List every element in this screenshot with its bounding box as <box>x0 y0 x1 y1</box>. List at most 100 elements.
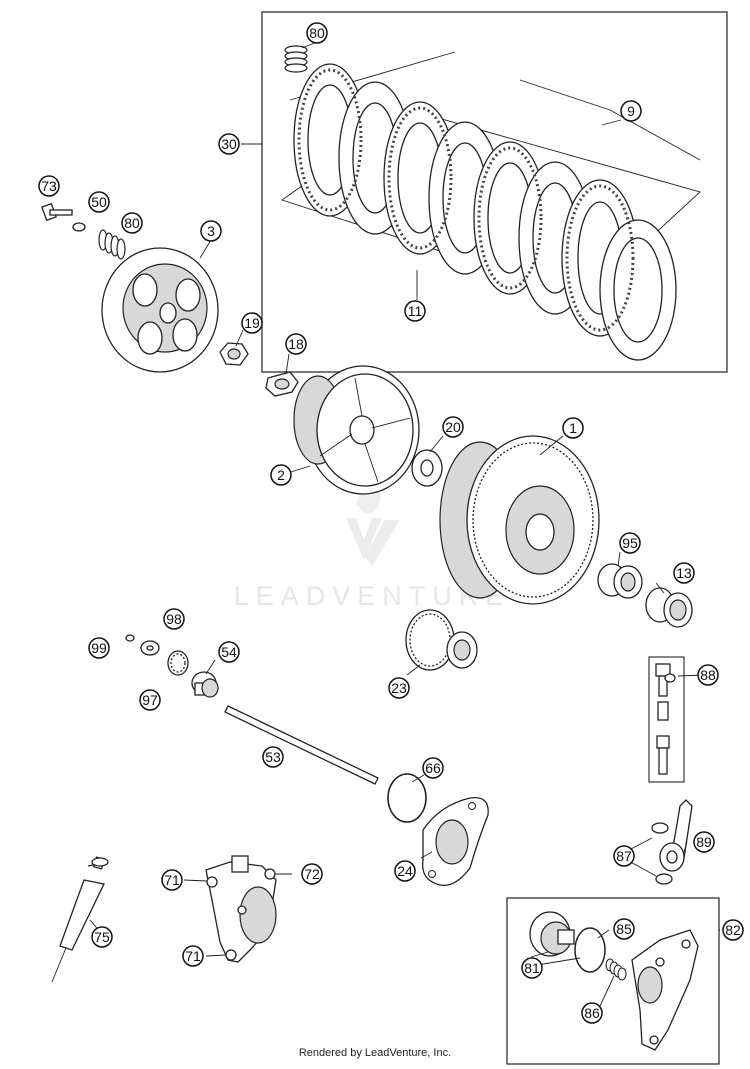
footer-credit: Rendered by LeadVenture, Inc. <box>298 1047 452 1059</box>
callout-30: 30 <box>218 133 240 155</box>
callout-89-label: 89 <box>696 834 712 850</box>
callout-24: 24 <box>394 860 416 882</box>
clutch-disc-kit-box <box>261 11 728 373</box>
thrust-washer-20 <box>411 449 443 487</box>
callout-71-top-label: 71 <box>164 872 180 888</box>
callout-53-label: 53 <box>265 749 281 765</box>
callout-23: 23 <box>388 677 410 699</box>
callout-75-label: 75 <box>94 929 110 945</box>
callout-2: 2 <box>270 464 292 486</box>
needle-bearing-95 <box>597 563 643 599</box>
banjo-fitting-89 <box>659 799 693 872</box>
callout-80-top-label: 80 <box>309 25 325 41</box>
callout-2-label: 2 <box>277 467 285 483</box>
callout-89: 89 <box>693 831 715 853</box>
hex-nut-19 <box>219 342 249 366</box>
callout-66-label: 66 <box>425 760 441 776</box>
grease-syringe-75 <box>51 856 109 983</box>
callout-87: 87 <box>613 845 635 867</box>
o-ring-66 <box>387 773 427 823</box>
callout-73-label: 73 <box>41 178 57 194</box>
callout-71-bottom-label: 71 <box>185 948 201 964</box>
callout-99-label: 99 <box>91 640 107 656</box>
callout-86-label: 86 <box>584 1005 600 1021</box>
callout-98: 98 <box>163 608 185 630</box>
callout-1-label: 1 <box>569 420 577 436</box>
callout-18: 18 <box>285 333 307 355</box>
callout-53: 53 <box>262 746 284 768</box>
callout-73: 73 <box>38 175 60 197</box>
callout-66: 66 <box>422 757 444 779</box>
clutch-spring-side <box>98 229 126 260</box>
callout-99: 99 <box>88 637 110 659</box>
callout-82: 82 <box>722 919 744 941</box>
washer-98 <box>140 640 160 656</box>
pressure-plate <box>101 247 219 373</box>
washer-50 <box>72 222 86 232</box>
callout-19-label: 19 <box>244 315 260 331</box>
callout-85-label: 85 <box>616 921 632 937</box>
callout-88-label: 88 <box>700 667 716 683</box>
callout-9: 9 <box>620 100 642 122</box>
callout-71-top: 71 <box>161 869 183 891</box>
callout-9-label: 9 <box>627 103 635 119</box>
callout-19: 19 <box>241 312 263 334</box>
callout-81: 81 <box>521 957 543 979</box>
callout-18-label: 18 <box>288 336 304 352</box>
thrust-bearing-97 <box>167 650 189 676</box>
callout-97: 97 <box>139 689 161 711</box>
callout-97-label: 97 <box>142 692 158 708</box>
callout-80-top: 80 <box>306 22 328 44</box>
callout-13-label: 13 <box>676 565 692 581</box>
gasket-24 <box>421 796 489 887</box>
piston-spring-86 <box>605 958 627 981</box>
lock-washer-18 <box>265 371 299 397</box>
callout-24-label: 24 <box>397 863 413 879</box>
callout-71-bottom: 71 <box>182 945 204 967</box>
callout-50-label: 50 <box>91 194 107 210</box>
clutch-spring-top <box>284 45 308 73</box>
clutch-slave-cylinder <box>205 855 277 963</box>
clutch-disc-stack <box>281 51 701 361</box>
callout-85: 85 <box>613 918 635 940</box>
callout-20: 20 <box>442 416 464 438</box>
outer-clutch-basket <box>439 435 600 605</box>
leader-lines <box>89 41 720 1007</box>
sealing-washer-87a <box>651 822 669 834</box>
callout-3-label: 3 <box>207 223 215 239</box>
primary-gear-23 <box>405 609 478 671</box>
bleeder-kit-box <box>648 656 685 783</box>
callout-95-label: 95 <box>622 535 638 551</box>
callout-95: 95 <box>619 532 641 554</box>
callout-98-label: 98 <box>166 611 182 627</box>
piston-seal-85 <box>574 927 606 973</box>
callout-80-side-label: 80 <box>124 215 140 231</box>
callout-3: 3 <box>200 220 222 242</box>
pressure-piece-54 <box>191 671 219 698</box>
callout-87-label: 87 <box>616 848 632 864</box>
callout-13: 13 <box>673 562 695 584</box>
callout-20-label: 20 <box>445 419 461 435</box>
bolt-73 <box>41 202 73 222</box>
callout-75: 75 <box>91 926 113 948</box>
callout-54: 54 <box>218 641 240 663</box>
callout-86: 86 <box>581 1002 603 1024</box>
callout-11: 11 <box>404 300 426 322</box>
callout-72-label: 72 <box>304 866 320 882</box>
callout-23-label: 23 <box>391 680 407 696</box>
callout-50: 50 <box>88 191 110 213</box>
callout-80-side: 80 <box>121 212 143 234</box>
sealing-washer-87b <box>655 873 673 885</box>
callout-11-label: 11 <box>408 303 423 319</box>
inner-clutch-hub <box>293 365 420 495</box>
slave-cylinder-kit-box <box>506 897 720 1065</box>
callout-82-label: 82 <box>725 922 741 938</box>
callout-88: 88 <box>697 664 719 686</box>
bushing-13 <box>645 587 693 628</box>
circlip-99 <box>125 634 135 642</box>
callout-30-label: 30 <box>221 136 237 152</box>
push-rod-53 <box>224 705 379 785</box>
bleeder-kit-88 <box>655 663 676 775</box>
slave-piston-81 <box>529 911 575 957</box>
